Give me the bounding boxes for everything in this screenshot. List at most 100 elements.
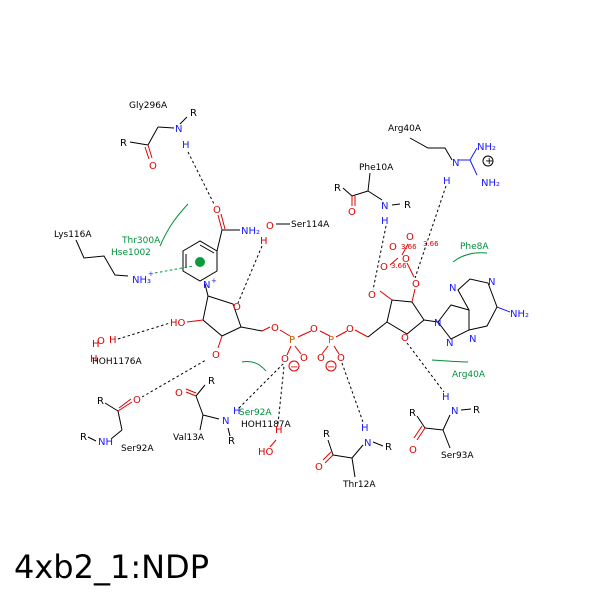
distance-label-2: 3.66 [423,240,439,248]
phosphate-oxygen: O [402,254,410,265]
water-oxygen: HO [258,447,274,458]
bond [220,213,226,230]
residue-label: Ser93A [441,451,474,461]
bridge-oxygen: O [310,324,318,335]
bond [351,190,369,197]
bond [416,427,426,441]
bridge-oxygen: O [271,323,279,334]
bond [217,214,223,231]
lysine-charge: + [148,270,154,278]
bond [496,306,511,313]
atom-r: R [120,138,127,149]
phosphate-oxygen: O [317,353,325,364]
backbone-n: N [451,406,458,417]
atom-r: R [208,376,215,387]
residue-label: HOH1187A [241,420,292,430]
water-hydrogen: H [90,354,98,365]
atom-r: R [334,183,341,194]
phosphate-oxygen: O [380,262,388,273]
bond [286,345,292,356]
water-hydrogen: H [109,335,117,346]
lysine-nh3: NH₃ [132,275,151,286]
backbone-h: H [381,216,389,227]
backbone-h: H [361,423,369,434]
bond [129,141,149,146]
carbonyl-oxygen: O [149,161,157,172]
water-oxygen: O [97,336,105,347]
bond [87,436,97,442]
carbonyl-oxygen: O [213,205,221,216]
hbond-gly296a [187,151,215,205]
phosphate-charge: − [290,362,298,373]
water-hydrogen: H [92,339,100,350]
residue-ser92a: R O NH R Ser92A [80,395,154,454]
bond [321,345,329,355]
bond [117,410,123,431]
carbonyl-oxygen: O [175,388,183,399]
bond [185,388,197,394]
hbond-ser92a [141,359,207,398]
hbond-ser93a [406,342,445,393]
residue-ser93a: H N R R O Ser93A [409,392,480,461]
bond [204,283,209,297]
bond [279,329,291,337]
ring-oxygen: O [233,302,241,313]
bond [297,330,312,338]
adenine: N N N N N NH₂ [434,277,529,349]
bond [469,159,478,176]
amide-nitrogen: NH₂ [241,226,260,237]
backbone-n: N [364,438,371,449]
bond [469,147,478,161]
bond [333,345,340,355]
positive-charge: + [485,156,493,167]
atom-r: R [404,200,411,211]
residue-hoh1176a: H O H H HOH1176A [90,335,143,367]
bridge-oxygen: O [346,324,354,335]
backbone-n: N [175,124,182,135]
residue-label: Thr300A [121,236,161,246]
ring-nitrogen: N [203,280,210,291]
bond [157,126,175,129]
figure-title: 4xb2_1:NDP [14,548,209,586]
residue-ser114a: Ser114A O H [260,220,330,247]
atom-r: R [385,442,392,453]
atom-r: R [228,436,235,447]
bond [411,288,416,303]
bond [324,454,334,464]
bond [416,415,426,429]
residue-arg40a-bottom: Arg40A [431,359,486,380]
guanidinium-nh2: NH₂ [477,142,496,153]
residue-lys116a: Lys116A NH₃ + [54,230,154,286]
hbond-ser114a [237,245,263,304]
bond [186,319,204,323]
phosphate-oxygen: O [406,232,414,243]
guanidinium-h: H [443,176,451,187]
atom-r: R [80,432,87,443]
guanidinium-n: N [452,158,459,169]
bond [261,326,271,332]
backbone-h: H [233,406,241,417]
backbone-h: H [442,392,450,403]
hydroxyl-oxygen: HO [170,318,186,329]
aromatic-ring-marker [195,257,205,267]
bond [147,144,153,159]
bond [202,414,220,420]
residue-label: Ser114A [291,220,330,230]
residue-gly296a: Gly296A R N H R O [120,101,197,172]
residue-label: Arg40A [388,124,422,134]
residue-phe10a: Phe10A R O N H R [334,163,411,227]
bond [379,290,393,301]
residue-label: Ser92A [121,444,154,454]
backbone-h: H [182,140,190,151]
adenine-n3: N [469,334,476,345]
bond [227,427,231,437]
bond [269,439,277,448]
bond [195,395,204,416]
hbond-ser92a-green [238,362,285,409]
residue-label: Ser92A [239,408,272,418]
bond [413,425,423,439]
atom-r: R [97,396,104,407]
hbond-hoh1187a [277,365,285,425]
bond [327,439,334,456]
adenine-n1: N [449,283,456,294]
